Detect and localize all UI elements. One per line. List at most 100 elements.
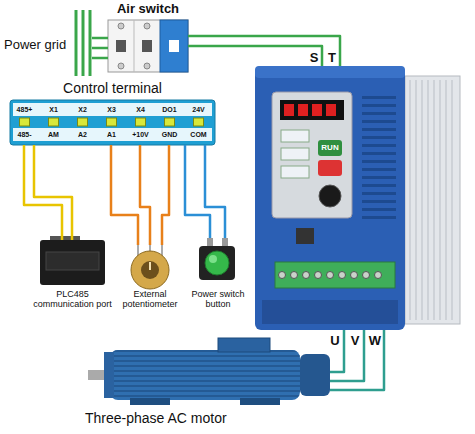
inverter-housing <box>272 92 352 218</box>
terminal-label: 24V <box>192 106 204 114</box>
terminal-block <box>10 100 215 145</box>
terminal-screw <box>279 272 382 279</box>
vent-slot <box>362 168 396 171</box>
vent-slot <box>362 136 396 139</box>
wire-bundle <box>188 36 340 66</box>
inverter-housing <box>275 262 395 288</box>
terminal-screw <box>279 272 286 279</box>
vent-slot <box>362 152 396 155</box>
ac-motor: Three-phase AC motor <box>85 345 330 405</box>
terminal-label: AM <box>48 131 59 139</box>
wire <box>330 330 384 390</box>
terminal-block <box>10 100 215 145</box>
vent-slot <box>362 160 396 163</box>
power-grid: Power grid <box>2 8 92 78</box>
wire <box>330 330 364 381</box>
terminal-block <box>13 103 212 116</box>
heatsink-fin <box>410 80 411 320</box>
vent-slot <box>362 184 396 187</box>
switch-button: Power switch button <box>195 238 240 283</box>
motor-body <box>110 350 300 400</box>
heatsink-fin <box>416 80 417 320</box>
switch-button-text: Power switch button <box>187 289 249 310</box>
inverter-housing <box>312 104 322 116</box>
phase-label: V <box>351 334 360 348</box>
inverter-housing <box>281 166 309 178</box>
terminal-label: DO1 <box>162 106 176 114</box>
breaker-symbol <box>108 20 188 72</box>
phase-label: T <box>328 51 336 65</box>
terminal-screw <box>165 118 175 126</box>
push-button <box>199 238 235 280</box>
terminal-screw <box>351 272 358 279</box>
vent-slot <box>362 104 396 107</box>
breaker-symbol <box>108 20 188 72</box>
vent-slot <box>362 96 396 219</box>
inverter-housing <box>255 66 405 330</box>
inverter-housing <box>319 185 341 207</box>
wire-bundle <box>185 145 225 238</box>
inverter-housing <box>318 140 342 156</box>
breaker-symbol <box>134 20 135 72</box>
motor-body <box>104 352 114 398</box>
inverter-housing <box>255 66 405 78</box>
motor-body <box>88 338 330 405</box>
vent-slot <box>362 128 396 131</box>
motor-body <box>218 338 270 352</box>
terminal-label: X4 <box>136 106 145 114</box>
wire <box>92 47 108 50</box>
motor-body <box>110 350 300 400</box>
terminal-screw <box>107 118 117 126</box>
inverter-housing <box>281 148 309 160</box>
breaker-symbol <box>144 63 150 69</box>
inverter-housing <box>296 228 314 244</box>
heatsink-fin <box>446 80 447 320</box>
wire <box>162 145 169 245</box>
inverter-housing <box>326 104 336 116</box>
inverter-housing <box>405 76 460 324</box>
inverter-housing <box>255 66 460 330</box>
air-switch-text: Air switch <box>98 2 198 17</box>
potentiometer: External potentiometer <box>125 245 189 290</box>
motor-body <box>240 398 280 405</box>
terminal-label: X3 <box>107 106 116 114</box>
terminal-label: 485+ <box>17 106 33 114</box>
terminal-label: X1 <box>49 106 58 114</box>
breaker-symbol <box>160 20 188 72</box>
breaker-symbol <box>118 63 124 69</box>
heatsink-fin <box>422 80 423 320</box>
terminal-screw <box>20 118 204 126</box>
plc-port-text: PLC485 communication port <box>32 289 113 310</box>
wire <box>24 145 62 240</box>
grid-busbar <box>89 10 92 76</box>
wire <box>140 145 150 245</box>
push-button <box>209 255 217 263</box>
terminal-screw <box>315 272 322 279</box>
terminal-label: COM <box>190 131 206 139</box>
terminal-screw <box>291 272 298 279</box>
breaker-symbol <box>142 40 152 52</box>
terminal-label: 485- <box>17 131 31 139</box>
vent-slot <box>362 200 396 203</box>
vent-slot <box>362 216 396 219</box>
inverter-housing <box>281 130 309 142</box>
ac-motor-text: Three-phase AC motor <box>85 410 227 426</box>
grid-busbar <box>76 10 90 76</box>
terminal-screw <box>49 118 59 126</box>
terminal-screw <box>375 272 382 279</box>
inverter: RUN <box>255 66 460 330</box>
inverter-housing <box>280 100 344 120</box>
grid-busbar <box>75 10 78 76</box>
wire-bundle <box>111 145 169 245</box>
inverter-housing <box>284 104 294 116</box>
vent-slot <box>362 144 396 147</box>
plc-device <box>40 240 105 285</box>
terminal-screw <box>78 118 88 126</box>
heatsink-fin <box>440 80 441 320</box>
terminal-label: +10V <box>132 131 149 139</box>
potentiometer-symbol <box>131 245 169 289</box>
terminal-screw <box>363 272 370 279</box>
